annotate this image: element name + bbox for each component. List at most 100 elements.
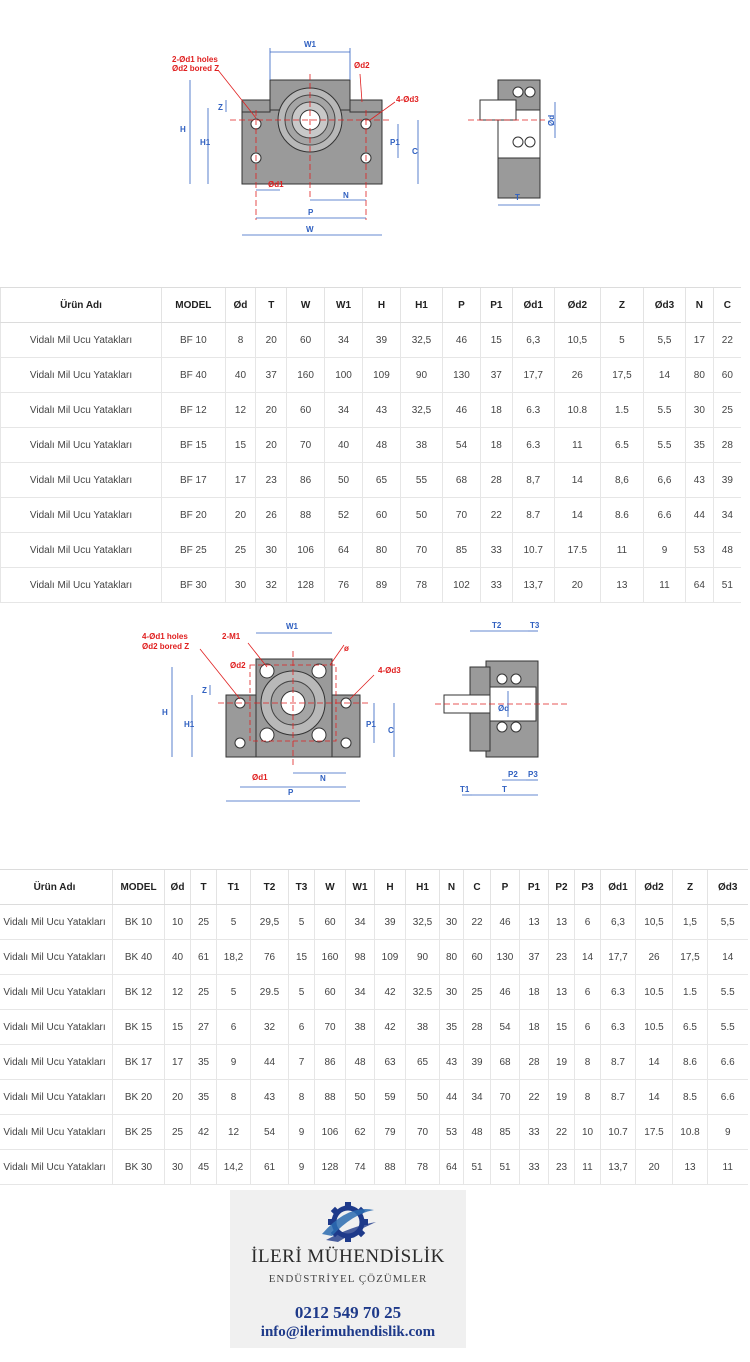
bf-cell: 15 — [479, 322, 513, 358]
bk-cell: BK 17 — [112, 1044, 165, 1080]
bk-cell: 15 — [288, 939, 315, 975]
bk-cell: 33 — [519, 1149, 549, 1185]
bf-cell: BF 30 — [161, 567, 226, 603]
bf-header-cell: W1 — [324, 287, 363, 323]
bk-side-label-t3: T3 — [530, 621, 540, 630]
bk-cell: 88 — [374, 1149, 406, 1185]
bk-cell: 17 — [164, 1044, 191, 1080]
bk-cell: 65 — [405, 1044, 440, 1080]
bf-cell: 64 — [324, 532, 363, 568]
bk-label-holes1: 4-Ød1 holes — [142, 632, 188, 641]
bk-label-phi: ø — [344, 644, 349, 653]
bf-cell: 51 — [712, 567, 741, 603]
bf-cell: 6.3 — [511, 392, 555, 428]
bk-cell: Vidalı Mil Ucu Yatakları — [0, 1114, 113, 1150]
bf-cell: 11 — [599, 532, 644, 568]
bf-cell: 46 — [441, 392, 481, 428]
bf-cell: BF 40 — [161, 357, 226, 393]
bk-cell: 14 — [574, 939, 601, 975]
bk-label-m1: 2-M1 — [222, 632, 241, 641]
bk-cell: 10.8 — [672, 1114, 708, 1150]
bk-side-label-d: Ød — [498, 704, 509, 713]
bk-cell: 8.5 — [672, 1079, 708, 1115]
bf-cell: 64 — [685, 567, 714, 603]
bk-cell: 64 — [439, 1149, 464, 1185]
bk-side-label-t1: T1 — [460, 785, 470, 794]
bk-cell: 23 — [548, 939, 575, 975]
bf-cell: Vidalı Mil Ucu Yatakları — [0, 567, 162, 603]
bk-cell: 48 — [345, 1044, 375, 1080]
bf-cell: 37 — [479, 357, 513, 393]
logo-email[interactable]: info@ilerimuhendislik.com — [260, 1324, 436, 1340]
bk-cell: 35 — [439, 1009, 464, 1045]
bk-header-cell: H — [374, 869, 406, 905]
bk-cell: 5 — [288, 974, 315, 1010]
bf-label-h: H — [180, 125, 186, 134]
bf-label-n: N — [343, 191, 349, 200]
bf-cell: 20 — [553, 567, 601, 603]
bf-cell: 5 — [599, 322, 644, 358]
logo-phone[interactable]: 0212 549 70 25 — [294, 1303, 402, 1322]
bf-cell: 60 — [362, 497, 401, 533]
bf-cell: 39 — [362, 322, 401, 358]
bk-cell: 6.3 — [600, 1009, 636, 1045]
bf-cell: 6.5 — [599, 427, 644, 463]
bf-cell: 23 — [255, 462, 287, 498]
bf-cell: 8 — [224, 322, 256, 358]
bf-cell: 78 — [399, 567, 443, 603]
bk-cell: 5 — [216, 904, 251, 940]
bk-cell: 14 — [635, 1044, 673, 1080]
bf-cell: 46 — [441, 322, 481, 358]
bk-cell: 6 — [574, 904, 601, 940]
bf-cell: 14 — [553, 462, 601, 498]
bk-side-label-t: T — [502, 785, 507, 794]
bk-cell: 1.5 — [672, 974, 708, 1010]
bk-cell: 6.6 — [707, 1044, 748, 1080]
bf-cell: 22 — [479, 497, 513, 533]
bf-cell: 43 — [685, 462, 714, 498]
bk-cell: 6.6 — [707, 1079, 748, 1115]
bf-cell: 33 — [479, 567, 513, 603]
bf-cell: 25 — [224, 532, 256, 568]
bf-cell: 86 — [286, 462, 325, 498]
company-logo-card: İLERİ MÜHENDİSLİK ENDÜSTRİYEL ÇÖZÜMLER 0… — [230, 1190, 466, 1348]
bk-cell: 70 — [405, 1114, 440, 1150]
bf-cell: 130 — [441, 357, 481, 393]
bk-header-cell: W1 — [345, 869, 375, 905]
bk-cell: 40 — [164, 939, 191, 975]
bk-label-c: C — [388, 726, 394, 735]
bk-cell: 42 — [374, 974, 406, 1010]
bk-cell: 79 — [374, 1114, 406, 1150]
bf-front-view — [230, 74, 390, 220]
bk-cell: Vidalı Mil Ucu Yatakları — [0, 974, 113, 1010]
bk-labels: 4-Ød1 holes Ød2 bored Z 2-M1 W1 ø Ød2 4-… — [142, 622, 401, 805]
bk-cell: Vidalı Mil Ucu Yatakları — [0, 1079, 113, 1115]
bf-header-cell: Ød1 — [511, 287, 555, 323]
bk-cell: 109 — [374, 939, 406, 975]
bk-cell: BK 40 — [112, 939, 165, 975]
bk-cell: 85 — [490, 1114, 520, 1150]
bk-cell: 8.7 — [600, 1044, 636, 1080]
bf-cell: Vidalı Mil Ucu Yatakları — [0, 497, 162, 533]
bk-leaders — [199, 642, 375, 700]
bf-labels: 2-Ød1 holes Ød2 bored Z W1 Ød2 4-Ød3 H H… — [172, 40, 419, 234]
bk-cell: 62 — [345, 1114, 375, 1150]
bk-header-cell: P — [490, 869, 520, 905]
bk-cell: Vidalı Mil Ucu Yatakları — [0, 1044, 113, 1080]
bk-cell: 26 — [635, 939, 673, 975]
bk-cell: 13 — [672, 1149, 708, 1185]
bk-cell: 106 — [314, 1114, 346, 1150]
bf-cell: 80 — [685, 357, 714, 393]
bk-header-cell: T2 — [250, 869, 289, 905]
bf-cell: 8.6 — [599, 497, 644, 533]
bk-cell: 13,7 — [600, 1149, 636, 1185]
bk-label-d1: Ød1 — [252, 773, 268, 782]
bk-cell: 1,5 — [672, 904, 708, 940]
bk-cell: 23 — [548, 1149, 575, 1185]
bf-cell: 25 — [712, 392, 741, 428]
